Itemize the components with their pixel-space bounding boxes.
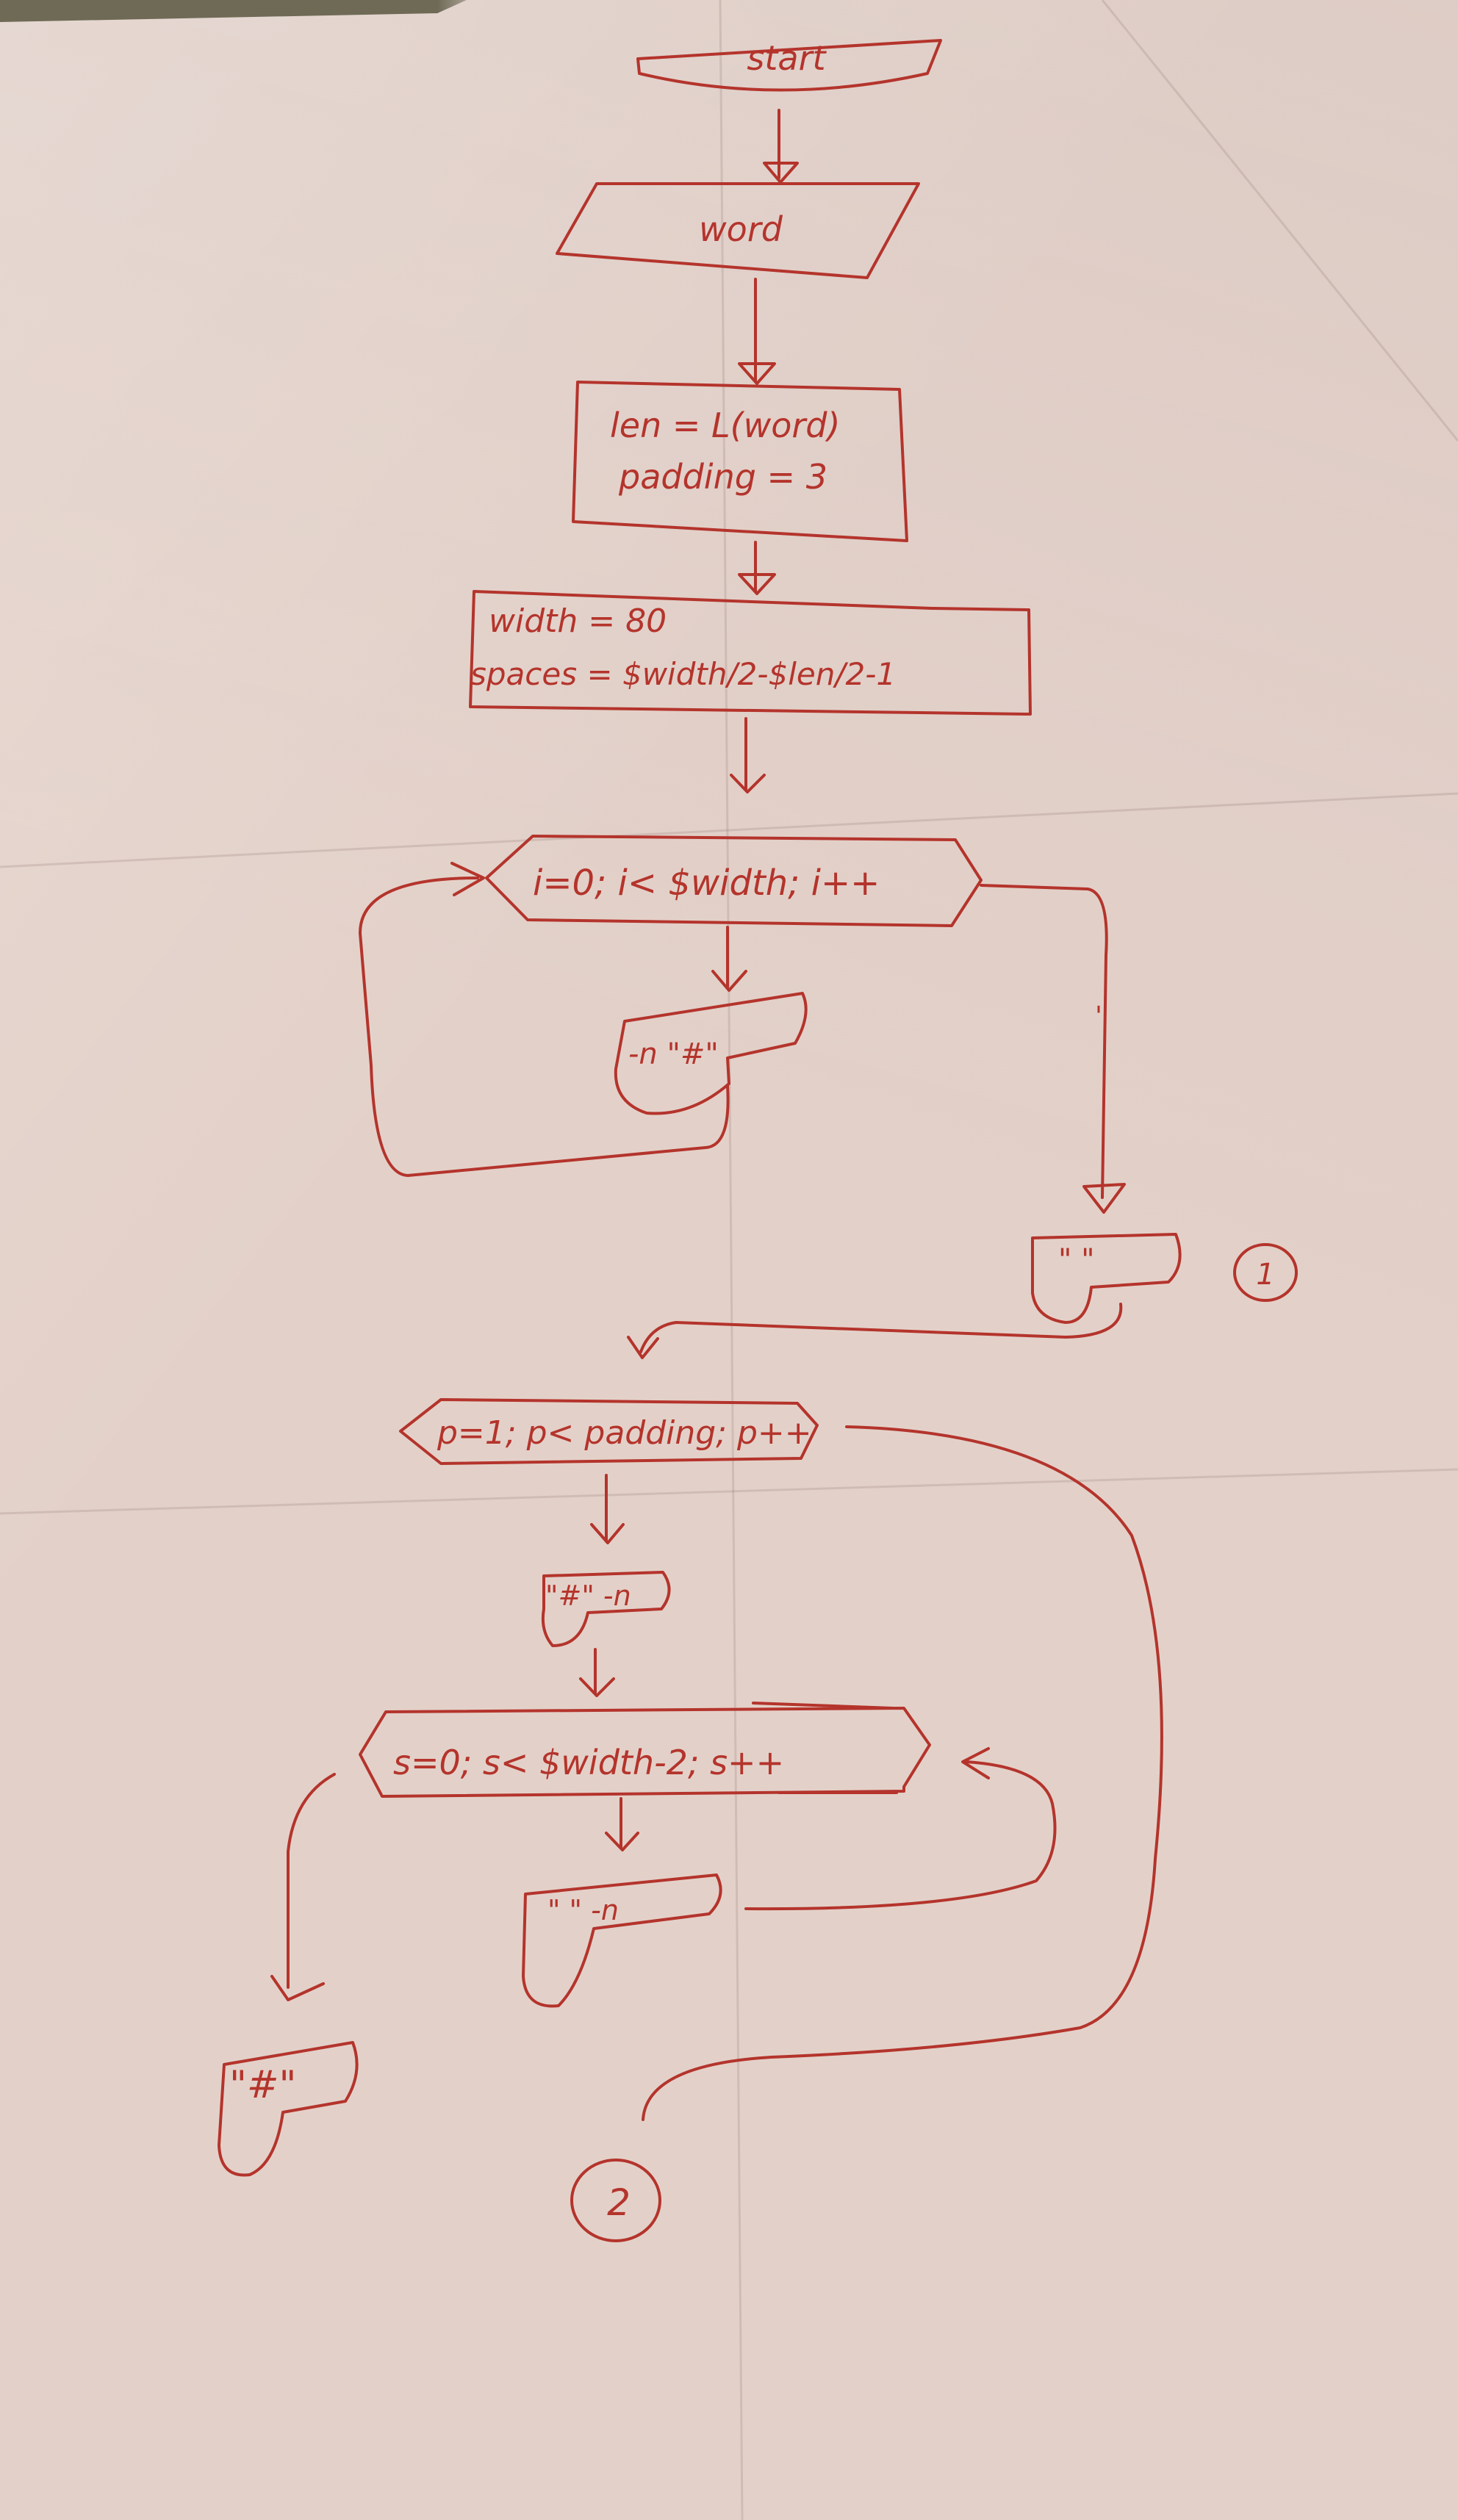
exit-tick: ': [1095, 1001, 1102, 1032]
arrow-loop-s-body: [605, 1797, 639, 1851]
loop-s-return-arrow: [744, 1747, 1057, 1911]
start-label: start: [747, 38, 827, 78]
output-space-label: " ": [1058, 1243, 1095, 1277]
loop-p-hexagon: [399, 1398, 819, 1465]
crease: [0, 792, 1458, 868]
arrow-process1-process2: [738, 541, 776, 595]
output-hash-n-shape: [541, 1571, 671, 1647]
loop-i-label: i=0; i< $width; i++: [533, 863, 880, 904]
loop-p-return-line: [642, 1425, 1163, 2121]
loop-s-label: s=0; s< $width-2; s++: [393, 1743, 784, 1782]
input-word-shape: [556, 182, 920, 279]
process2-line1: width = 80: [489, 602, 667, 640]
process-width-spaces-box: [469, 590, 1032, 716]
arrow-input-process1: [738, 278, 776, 385]
loop-i-hexagon: [485, 835, 983, 927]
loop-s-overlap-box: [752, 1702, 898, 1794]
arrow-loop-i-body: [711, 926, 747, 992]
loop-p-label: p=1; p< padding; p++: [437, 1414, 812, 1452]
start-terminator: [636, 39, 942, 92]
output-space-n-shape: [522, 1873, 722, 2008]
arrow-to-loop-s: [579, 1648, 615, 1697]
crease: [0, 1468, 1458, 1515]
output-hash-n-label: "#" -n: [545, 1580, 631, 1612]
output-final-hash-label: "#": [229, 2063, 296, 2107]
process-len-padding-box: [572, 381, 908, 542]
connector-1: [1233, 1243, 1298, 1302]
output-hash-shape: [614, 992, 808, 1115]
output-space-shape: [1031, 1233, 1182, 1324]
crease: [719, 0, 744, 2520]
output-hash-label: -n "#": [628, 1037, 719, 1071]
process1-line1: len = L(word): [610, 406, 840, 445]
process2-line2: spaces = $width/2-$len/2-1: [470, 656, 896, 692]
arrow-process2-loop-i: [730, 717, 766, 793]
output-final-hash-shape: [218, 2041, 359, 2177]
loop-s-exit-arrow: [270, 1773, 336, 2001]
arrow-start-input: [763, 109, 799, 184]
crease: [1101, 0, 1458, 442]
loop-s-hexagon: [359, 1707, 931, 1798]
process1-line2: padding = 3: [618, 457, 827, 497]
connector-1-label: 1: [1256, 1258, 1274, 1292]
arrow-loop-p-body: [590, 1474, 625, 1544]
loop-i-back-arrow: [359, 862, 730, 1177]
loop-i-exit-arrow: [980, 884, 1126, 1214]
connector-2: [570, 2159, 661, 2242]
connector-2-label: 2: [607, 2181, 631, 2224]
output-space-n-label: " " -n: [547, 1894, 619, 1926]
input-label: word: [699, 209, 783, 249]
arrow-to-loop-p: [627, 1303, 1123, 1359]
